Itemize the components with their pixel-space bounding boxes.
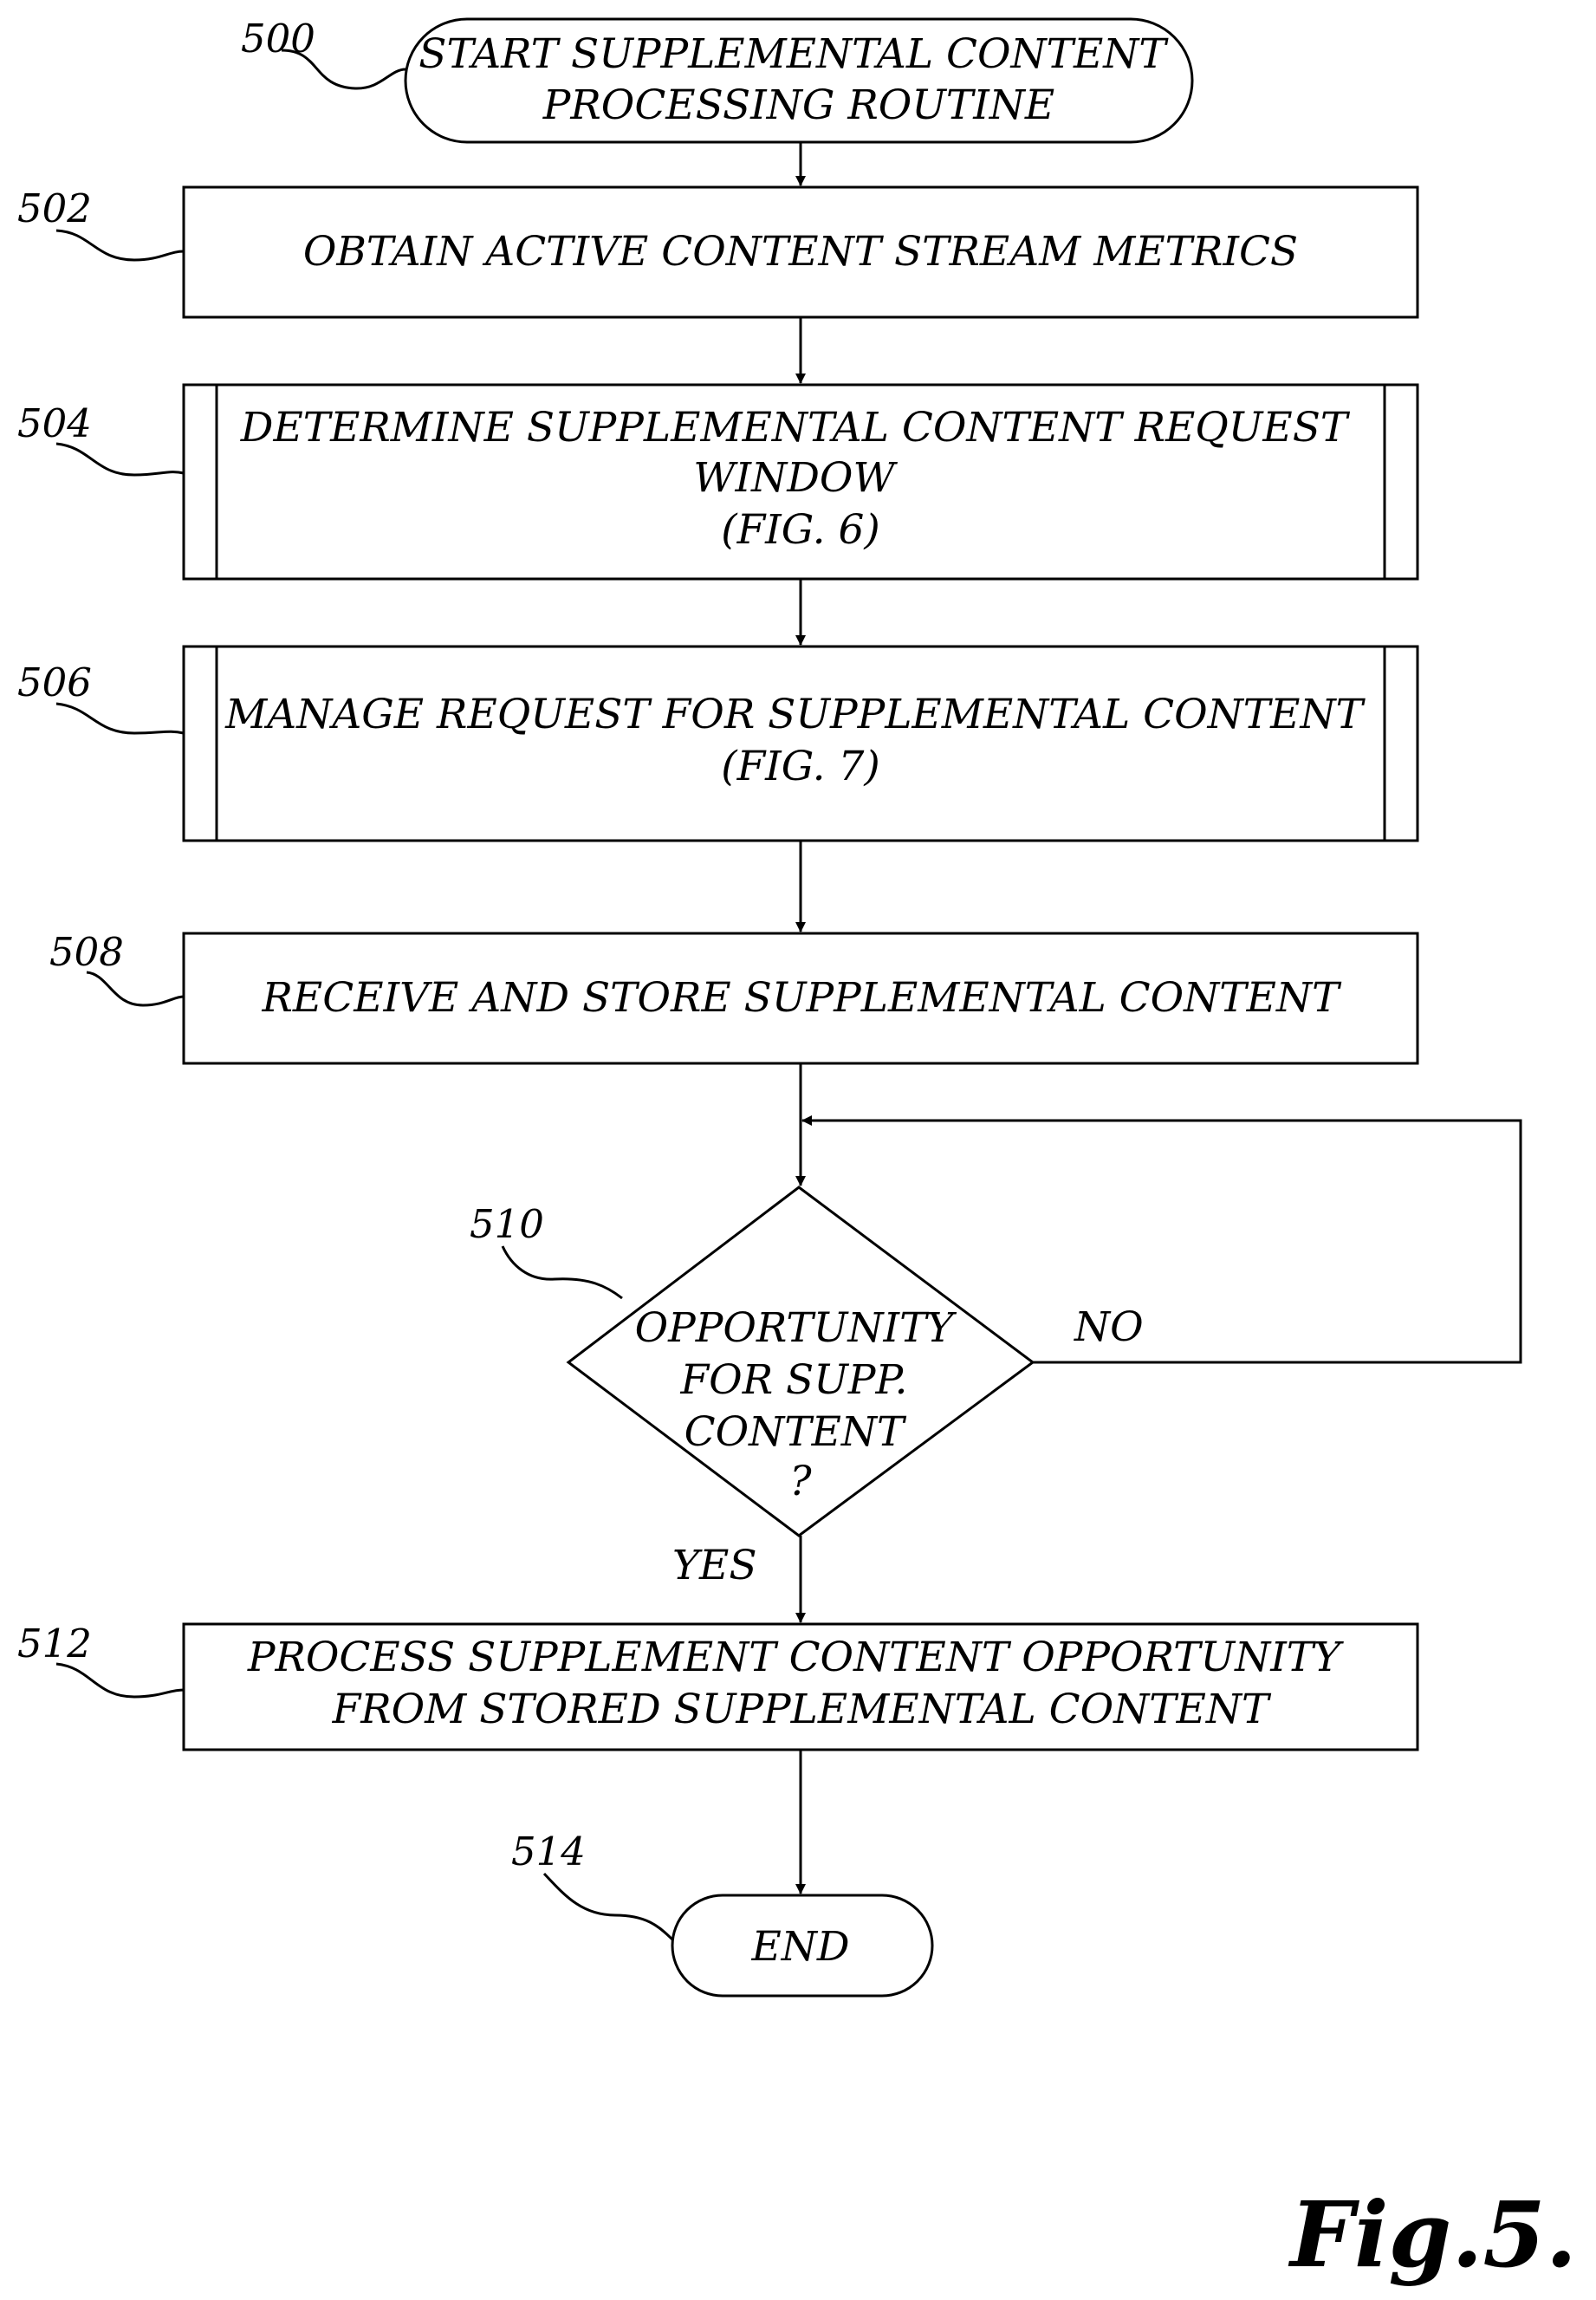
leader-504 (56, 444, 184, 475)
edge-label-no: NO (1074, 1303, 1144, 1351)
leader-506 (56, 704, 184, 733)
figure-label: Fig.5. (1288, 2181, 1577, 2288)
leader-502 (56, 231, 184, 260)
ref-number-506: 506 (17, 659, 92, 705)
end-terminal-label: END (750, 1923, 849, 1971)
leader-514 (544, 1874, 672, 1939)
ref-number-502: 502 (17, 185, 92, 231)
step-508-label: RECEIVE AND STORE SUPPLEMENTAL CONTENT (262, 974, 1343, 1022)
leader-510 (503, 1246, 622, 1298)
ref-number-510: 510 (470, 1201, 544, 1247)
ref-number-500: 500 (241, 16, 315, 62)
ref-number-504: 504 (17, 400, 92, 446)
ref-number-508: 508 (49, 929, 124, 975)
ref-number-514: 514 (511, 1829, 586, 1874)
step-502-label: OBTAIN ACTIVE CONTENT STREAM METRICS (303, 228, 1298, 276)
leader-508 (87, 972, 184, 1005)
edge-label-yes: YES (672, 1542, 757, 1589)
ref-number-512: 512 (17, 1621, 92, 1667)
leader-512 (56, 1664, 184, 1697)
